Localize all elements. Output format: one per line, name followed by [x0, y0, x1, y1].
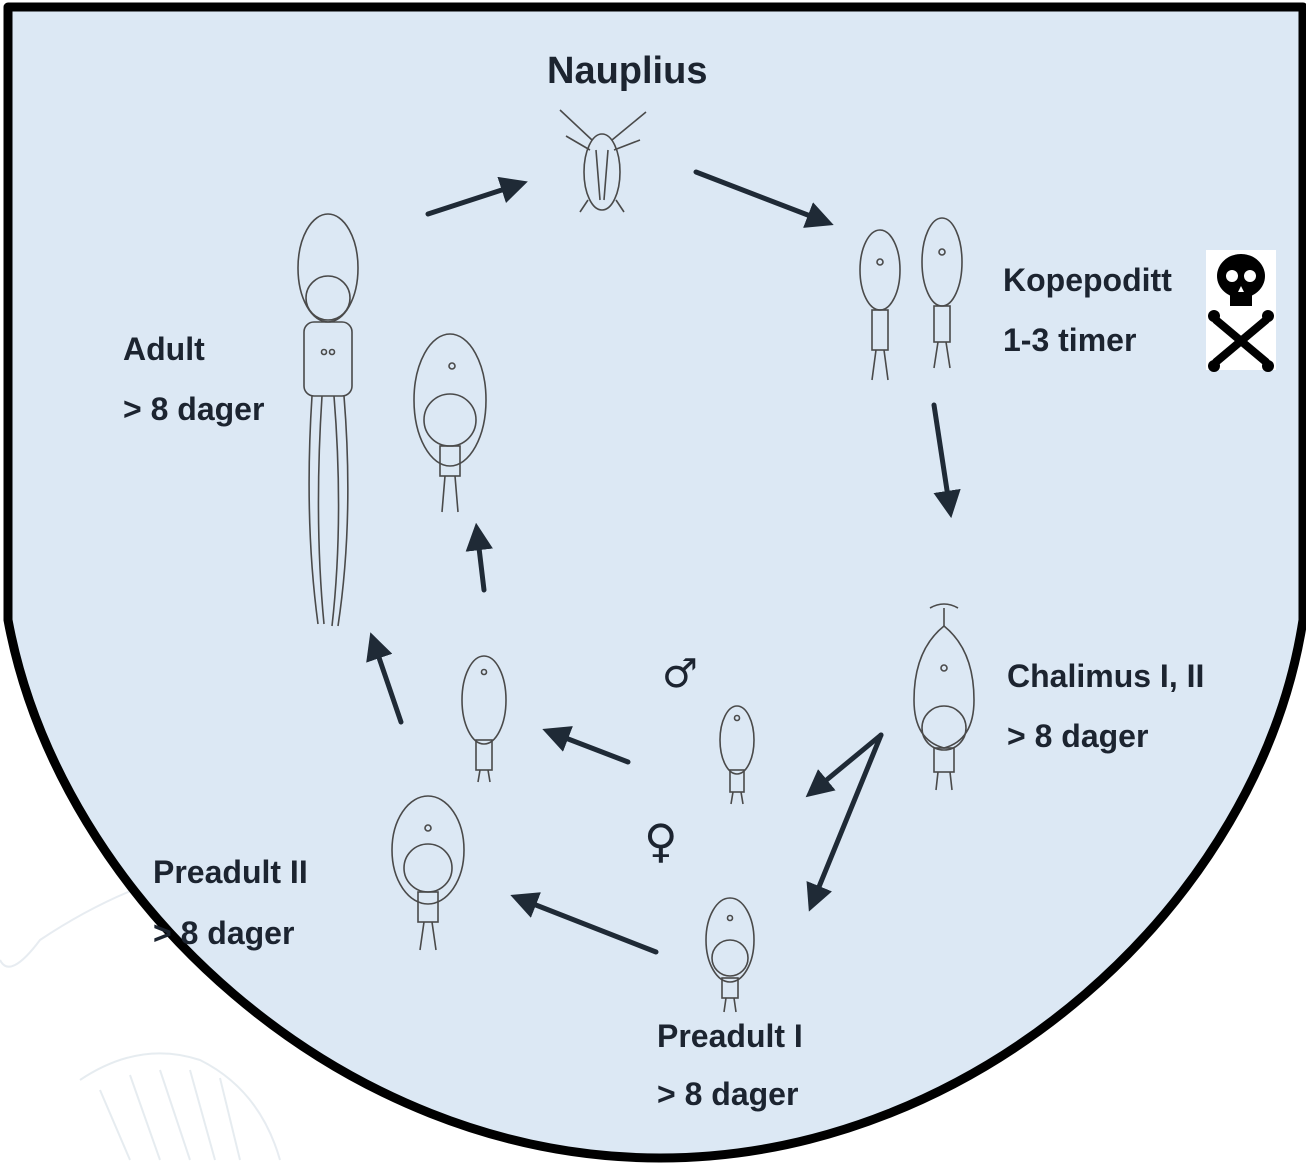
adult-duration: > 8 dager — [123, 393, 264, 425]
female-symbol-icon: ♀ — [644, 818, 678, 864]
preadult1-duration: > 8 dager — [657, 1078, 798, 1110]
diagram-background-shape — [8, 7, 1303, 1158]
chalimus-label: Chalimus I, II — [1007, 660, 1204, 692]
male-symbol-icon: ♂ — [662, 654, 698, 694]
nauplius-label: Nauplius — [547, 52, 707, 90]
chalimus-duration: > 8 dager — [1007, 720, 1148, 752]
preadult2-duration: > 8 dager — [153, 917, 294, 949]
preadult1-label: Preadult I — [657, 1020, 803, 1052]
adult-label: Adult — [123, 333, 205, 365]
preadult2-label: Preadult II — [153, 856, 308, 888]
kopepoditt-label: Kopepoditt — [1003, 264, 1172, 296]
kopepoditt-duration: 1-3 timer — [1003, 324, 1136, 356]
skull-crossbones-icon — [1206, 250, 1276, 372]
